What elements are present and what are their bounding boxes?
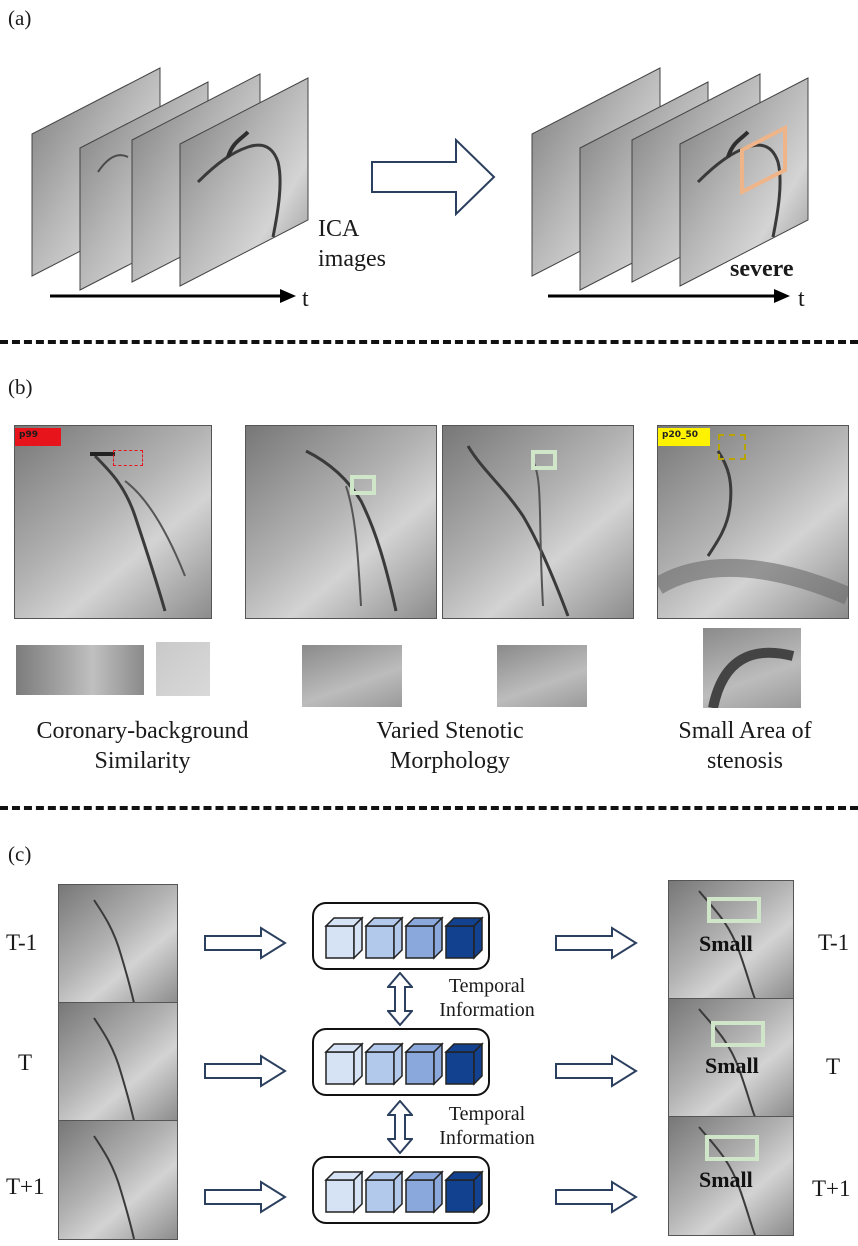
output-arrow-2	[555, 1054, 638, 1088]
cube-1	[324, 1170, 364, 1214]
cube-4	[444, 1042, 484, 1086]
caption-morphology: Varied Stenotic Morphology	[325, 716, 575, 776]
tag-p20-50: p20_50	[658, 428, 710, 446]
input-arrow-2	[204, 1054, 287, 1088]
cube-3	[404, 1170, 444, 1214]
ica-images-caption: ICA images	[318, 214, 386, 274]
divider-bc	[0, 806, 858, 810]
detection-box-output-1	[707, 897, 761, 923]
panel-a-label: (a)	[8, 6, 32, 30]
ica-caption-line2: images	[318, 246, 386, 272]
divider-ab	[0, 340, 858, 344]
output-frame-t: Small	[668, 998, 794, 1118]
tag-p99: p99	[15, 428, 61, 446]
crop-similarity-2	[156, 642, 210, 696]
temporal-info-1: Temporal Information	[424, 974, 550, 1022]
example-image-morphology-2	[442, 425, 634, 619]
output-text-1: Small	[699, 931, 753, 956]
cube-2	[364, 916, 404, 960]
detection-box-green-1	[350, 475, 376, 495]
cube-row-1	[324, 916, 484, 960]
caption-similarity-line2: Similarity	[94, 748, 191, 774]
crop-small-area	[703, 628, 801, 708]
left-label-t-plus-1: T+1	[6, 1174, 45, 1199]
temporal-arrow-2	[387, 1100, 413, 1154]
cube-4	[444, 1170, 484, 1214]
crop-morphology-1	[302, 645, 402, 707]
crop-morphology-2	[497, 645, 587, 707]
temporal-info-1-line2: Information	[439, 999, 535, 1021]
cube-1	[324, 1042, 364, 1086]
output-text-2: Small	[705, 1053, 759, 1078]
input-frame-t-plus-1	[58, 1120, 178, 1240]
caption-small-area-line2: stenosis	[706, 748, 783, 774]
time-label-right: t	[798, 286, 805, 312]
feature-module-1	[312, 902, 490, 970]
detection-box	[740, 124, 787, 196]
feature-module-2	[312, 1028, 490, 1096]
left-label-t: T	[18, 1050, 33, 1075]
temporal-info-2-line2: Information	[439, 1127, 535, 1149]
panel-c-label: (c)	[8, 842, 32, 866]
caption-morphology-line1: Varied Stenotic	[376, 718, 524, 744]
output-frame-t-minus-1: Small	[668, 880, 794, 1000]
detection-box-output-3	[705, 1135, 759, 1161]
caption-small-area: Small Area of stenosis	[650, 716, 840, 776]
ica-frames-input	[31, 67, 309, 291]
transform-arrow	[371, 138, 496, 216]
crop-similarity-1	[16, 645, 144, 695]
input-frame-t-minus-1	[58, 884, 178, 1004]
temporal-info-2: Temporal Information	[424, 1102, 550, 1150]
feature-module-3	[312, 1156, 490, 1224]
caption-morphology-line2: Morphology	[390, 748, 510, 774]
time-arrow-right	[548, 289, 790, 303]
temporal-info-1-line1: Temporal	[448, 975, 526, 997]
output-arrow-3	[555, 1180, 638, 1214]
example-image-morphology-1	[245, 425, 437, 619]
output-arrow-1	[555, 926, 638, 960]
cube-3	[404, 916, 444, 960]
detection-box-green-2	[531, 450, 557, 470]
output-frame-t-plus-1: Small	[668, 1116, 794, 1236]
cube-2	[364, 1042, 404, 1086]
ica-frames-output	[531, 67, 809, 291]
time-label-left: t	[302, 286, 309, 312]
cube-row-2	[324, 1042, 484, 1086]
cube-4	[444, 916, 484, 960]
temporal-info-2-line1: Temporal	[448, 1103, 526, 1125]
temporal-arrow-1	[387, 972, 413, 1026]
detection-box-red	[113, 450, 143, 466]
detection-box-output-2	[711, 1021, 765, 1047]
caption-similarity-line1: Coronary-background	[36, 718, 249, 744]
caption-similarity: Coronary-background Similarity	[0, 716, 285, 776]
cube-2	[364, 1170, 404, 1214]
ica-caption-line1: ICA	[318, 216, 360, 242]
example-image-similarity: p99	[14, 425, 212, 619]
time-arrow-left	[50, 289, 296, 303]
left-label-t-minus-1: T-1	[6, 930, 38, 955]
input-arrow-1	[204, 926, 287, 960]
right-label-t: T	[826, 1054, 841, 1079]
right-label-t-plus-1: T+1	[812, 1176, 851, 1201]
severity-label: severe	[730, 256, 794, 282]
example-image-small-area: p20_50	[657, 425, 849, 619]
cube-row-3	[324, 1170, 484, 1214]
detection-box-yellow	[718, 434, 746, 460]
cube-3	[404, 1042, 444, 1086]
input-arrow-3	[204, 1180, 287, 1214]
caption-small-area-line1: Small Area of	[678, 718, 812, 744]
input-frame-t	[58, 1002, 178, 1122]
panel-b-label: (b)	[8, 375, 33, 399]
cube-1	[324, 916, 364, 960]
output-text-3: Small	[699, 1167, 753, 1192]
right-label-t-minus-1: T-1	[818, 930, 850, 955]
